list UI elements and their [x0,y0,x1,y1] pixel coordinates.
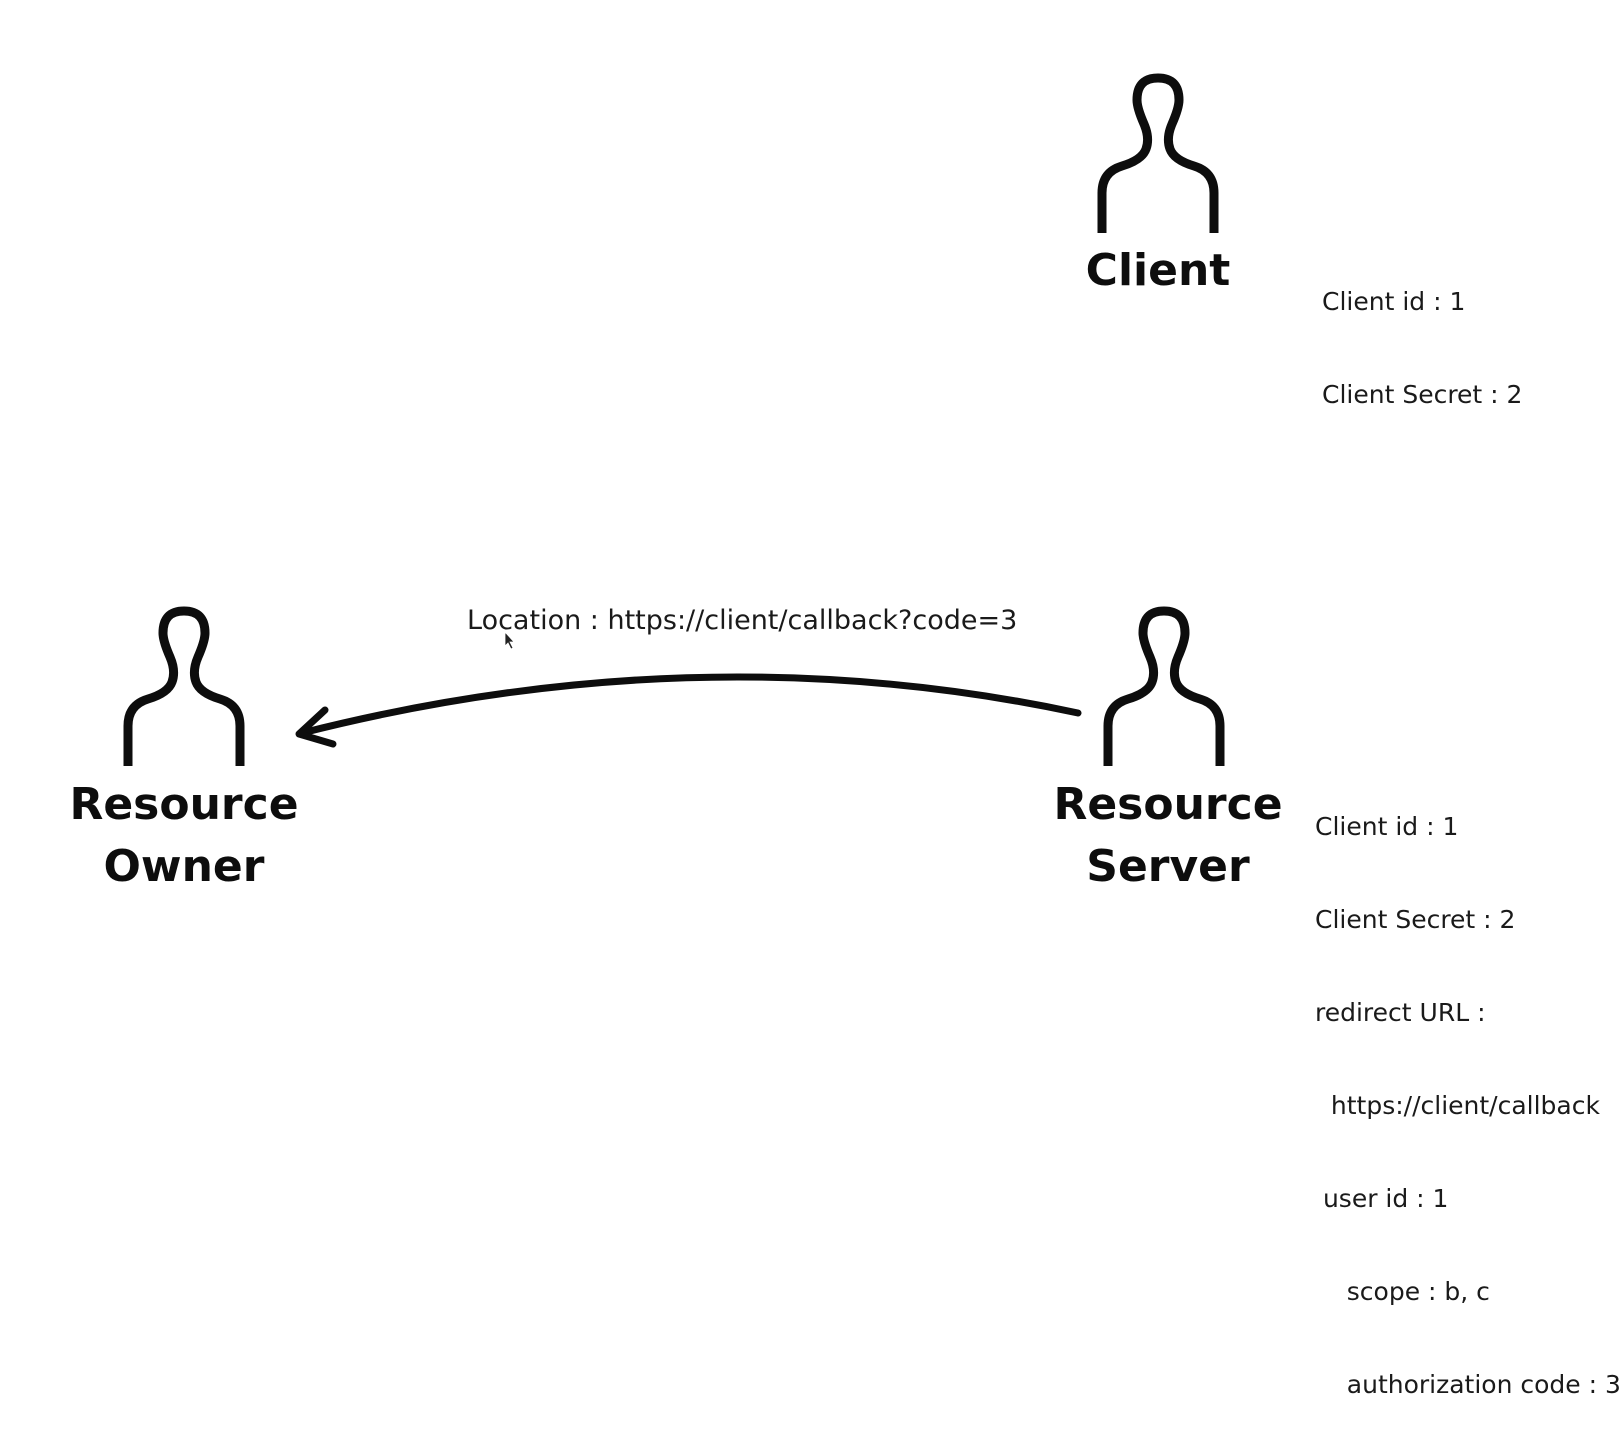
client-info-line: Client id : 1 [1322,287,1466,316]
resource-server-info-line: authorization code : 3 [1315,1370,1621,1399]
redirect-arrow [295,673,1082,748]
mouse-cursor-icon [504,630,515,650]
resource-server-info-line: user id : 1 [1315,1184,1449,1213]
resource-server-label: Resource Server [1038,774,1298,898]
resource-server-info-line: Client Secret : 2 [1315,905,1516,934]
client-person-icon [1097,73,1219,233]
resource-server-info: Client id : 1 Client Secret : 2 redirect… [1315,749,1621,1431]
resource-server-person-icon [1103,606,1225,766]
resource-server-info-line: https://client/callback [1315,1091,1600,1120]
resource-server-label-line2: Server [1086,841,1250,892]
redirect-arrow-label: Location : https://client/callback?code=… [467,605,1018,636]
resource-owner-person-icon [123,606,245,766]
resource-server-info-line: redirect URL : [1315,998,1486,1027]
resource-owner-label-line1: Resource [69,779,299,830]
resource-owner-label: Resource Owner [54,774,314,898]
resource-owner-label-line2: Owner [103,841,265,892]
diagram-canvas [123,73,1225,766]
resource-server-label-line1: Resource [1053,779,1283,830]
resource-server-info-line: Client id : 1 [1315,812,1459,841]
client-label: Client [1085,245,1231,296]
resource-server-info-line: scope : b, c [1315,1277,1490,1306]
client-info-line: Client Secret : 2 [1322,380,1523,409]
client-info: Client id : 1 Client Secret : 2 [1322,224,1522,441]
